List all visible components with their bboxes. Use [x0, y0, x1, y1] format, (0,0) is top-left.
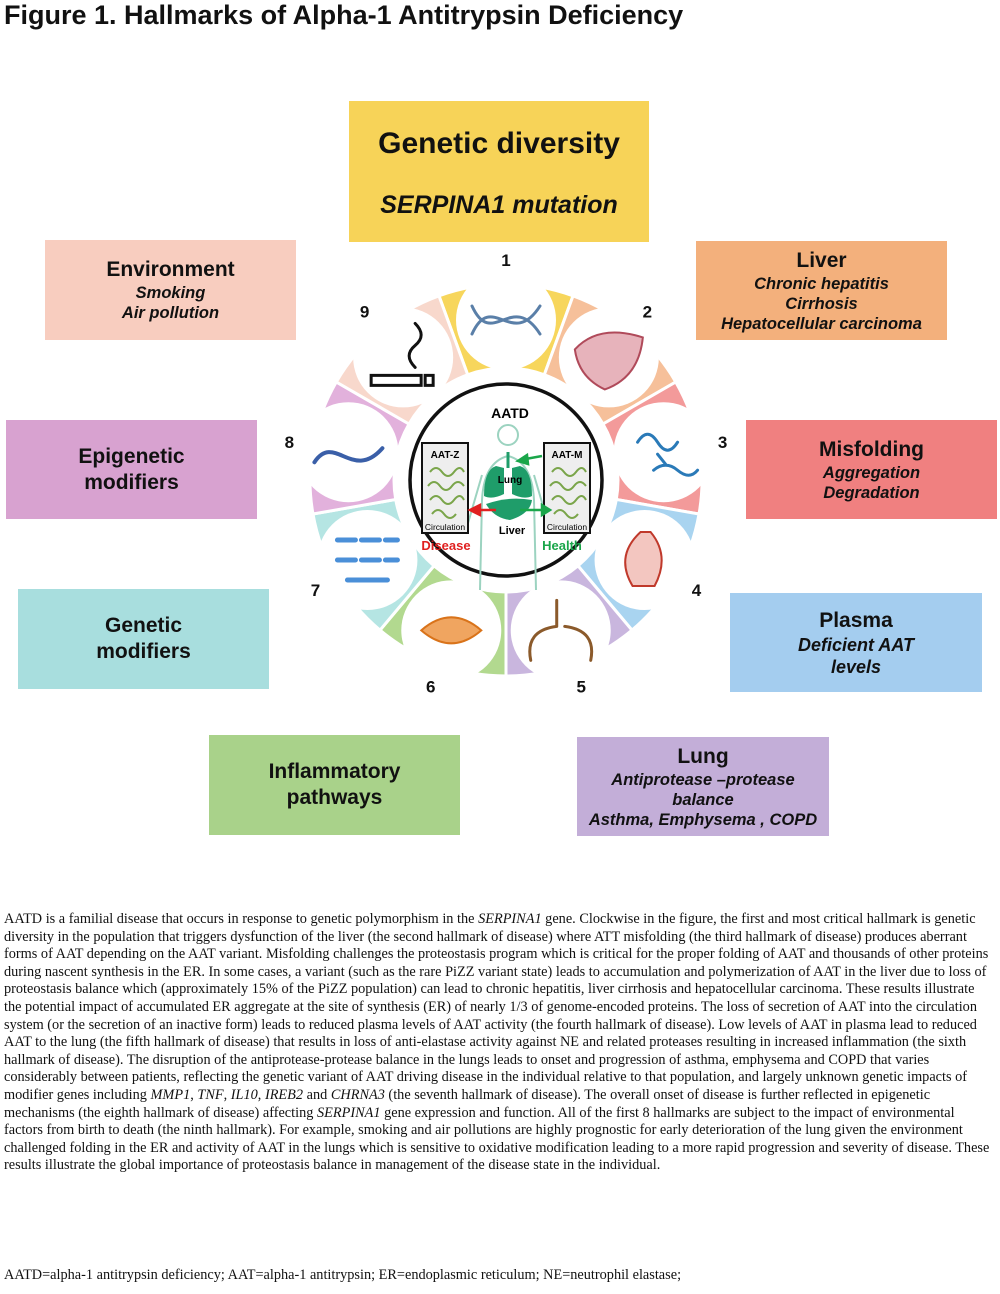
segment-number-6: 6 — [426, 678, 435, 697]
aat-m-label: AAT-M — [552, 450, 583, 461]
inflammation-network-icon-glyph — [419, 616, 483, 645]
caption-gene-chrna3: CHRNA3 — [330, 1086, 385, 1103]
lung-heading: Lung — [677, 744, 729, 768]
liver-line-2: Cirrhosis — [785, 294, 858, 313]
segment-number-9: 9 — [360, 302, 369, 321]
gene-network-icon-glyph — [334, 537, 400, 583]
liver-line-3: Hepatocellular carcinoma — [721, 314, 922, 333]
inflammatory-line-2: pathways — [286, 786, 383, 809]
inflammatory-line-1: Inflammatory — [268, 760, 401, 783]
protein-misfolding-icon-glyph — [636, 432, 700, 477]
plasma-line-2: levels — [830, 656, 882, 677]
caption-part-1: AATD is a familial disease that occurs i… — [4, 911, 479, 927]
center-aatd-panel: AATD Lung Liver AAT-Z Circulation AAT- — [408, 382, 604, 591]
caption-gene-serpina1: SERPINA1 — [478, 911, 542, 927]
genetic-modifiers-line-2: modifiers — [96, 640, 191, 663]
caption-sep-4: and — [303, 1086, 331, 1103]
center-liver-label: Liver — [499, 525, 526, 537]
figure-title: Figure 1. Hallmarks of Alpha-1 Antitryps… — [4, 0, 684, 30]
caption-gene-ireb2: IREB2 — [264, 1086, 304, 1103]
genetic-diversity-heading: Genetic diversity — [378, 126, 620, 160]
disease-label: Disease — [421, 538, 470, 553]
chromatin-icon-glyph — [312, 446, 385, 465]
segment-number-4: 4 — [692, 581, 702, 600]
center-title: AATD — [491, 405, 529, 421]
caption-part-3: (the seventh hallmark of disease). The o… — [4, 1086, 931, 1121]
lungs-center-icon — [484, 452, 532, 498]
lungs-icon — [510, 580, 611, 681]
red-arrow-icon — [467, 502, 496, 518]
environment-line-2: Air pollution — [121, 304, 220, 322]
liver-box: Liver Chronic hepatitis Cirrhosis Hepato… — [696, 241, 947, 340]
lung-line-3: Asthma, Emphysema , COPD — [588, 810, 818, 829]
circulation-left-label: Circulation — [425, 522, 465, 532]
liver-tissue-icon-glyph — [573, 331, 644, 391]
circulation-right-label: Circulation — [547, 522, 587, 532]
segment-number-3: 3 — [718, 433, 727, 452]
misfolding-line-2: Degradation — [823, 483, 920, 502]
lungs-icon-glyph — [528, 598, 594, 662]
environment-box: Environment Smoking Air pollution — [45, 240, 296, 340]
caption-sep-2: , — [223, 1086, 231, 1103]
dna-helix-icon-glyph — [470, 304, 542, 336]
segment-number-8: 8 — [285, 433, 294, 452]
caption-gene-tnf: TNF — [197, 1086, 224, 1103]
liver-center-icon — [486, 498, 532, 520]
caption-sep-1: , — [190, 1086, 198, 1103]
segment-number-5: 5 — [577, 678, 586, 697]
lung-box: Lung Antiprotease –protease balance Asth… — [577, 737, 829, 836]
icon-circles — [298, 270, 714, 681]
genetic-diversity-sub: SERPINA1 mutation — [380, 190, 618, 219]
epigenetic-line-1: Epigenetic — [78, 444, 185, 468]
epigenetic-line-2: modifiers — [84, 470, 179, 494]
plasma-heading: Plasma — [819, 608, 893, 632]
environment-heading: Environment — [106, 258, 235, 281]
aat-z-label: AAT-Z — [431, 450, 460, 461]
caption-sep-3: , — [257, 1086, 265, 1103]
aat-m-box — [543, 442, 591, 534]
misfolding-heading: Misfolding — [819, 437, 924, 461]
health-label: Health — [542, 538, 582, 553]
environment-line-1: Smoking — [135, 284, 206, 302]
caption-gene-il10: IL10 — [230, 1086, 258, 1103]
segment-number-7: 7 — [311, 581, 320, 600]
segment-numbers: 1 2 3 4 5 6 7 8 9 — [285, 251, 728, 697]
caption-part-4: gene expression and function. All of the… — [4, 1104, 990, 1174]
segment-number-1: 1 — [501, 251, 510, 270]
center-lung-label: Lung — [498, 475, 522, 486]
genetic-diversity-box: Genetic diversity SERPINA1 mutation — [349, 101, 649, 242]
caption-part-2: gene. Clockwise in the figure, the first… — [4, 911, 989, 1103]
heart-circulation-icon-glyph — [624, 531, 663, 587]
protein-misfolding-icon — [613, 402, 714, 503]
plasma-box: Plasma Deficient AAT levels — [730, 593, 982, 692]
genetic-modifiers-line-1: Genetic — [104, 614, 183, 637]
aat-m-protein-icon — [549, 467, 587, 519]
figure-caption: AATD is a familial disease that occurs i… — [4, 911, 994, 1175]
aat-z-box — [421, 442, 469, 534]
liver-heading: Liver — [796, 248, 847, 272]
inflammatory-box: Inflammatory pathways — [209, 735, 460, 835]
liver-line-1: Chronic hepatitis — [754, 274, 889, 293]
caption-gene-mmp1: MMP1 — [150, 1086, 191, 1103]
genetic-modifiers-box: Genetic modifiers — [18, 589, 269, 689]
cigarette-smoke-icon — [353, 307, 454, 408]
chromatin-icon — [298, 402, 399, 503]
cigarette-smoke-icon-glyph — [369, 321, 435, 387]
lung-line-1: Antiprotease –protease — [611, 770, 795, 789]
misfolding-box: Misfolding Aggregation Degradation — [746, 420, 997, 519]
plasma-line-1: Deficient AAT — [797, 634, 914, 655]
misfolding-line-1: Aggregation — [822, 463, 921, 482]
caption-gene-serpina1-2: SERPINA1 — [316, 1104, 381, 1121]
abbreviations-footnote: AATD=alpha-1 antitrypsin deficiency; AAT… — [4, 1267, 682, 1283]
segment-number-2: 2 — [643, 302, 652, 321]
aat-z-protein-icon — [427, 467, 465, 519]
epigenetic-box: Epigenetic modifiers — [6, 420, 257, 519]
green-arrows-icon — [515, 452, 553, 518]
lung-line-2: balance — [672, 790, 734, 809]
